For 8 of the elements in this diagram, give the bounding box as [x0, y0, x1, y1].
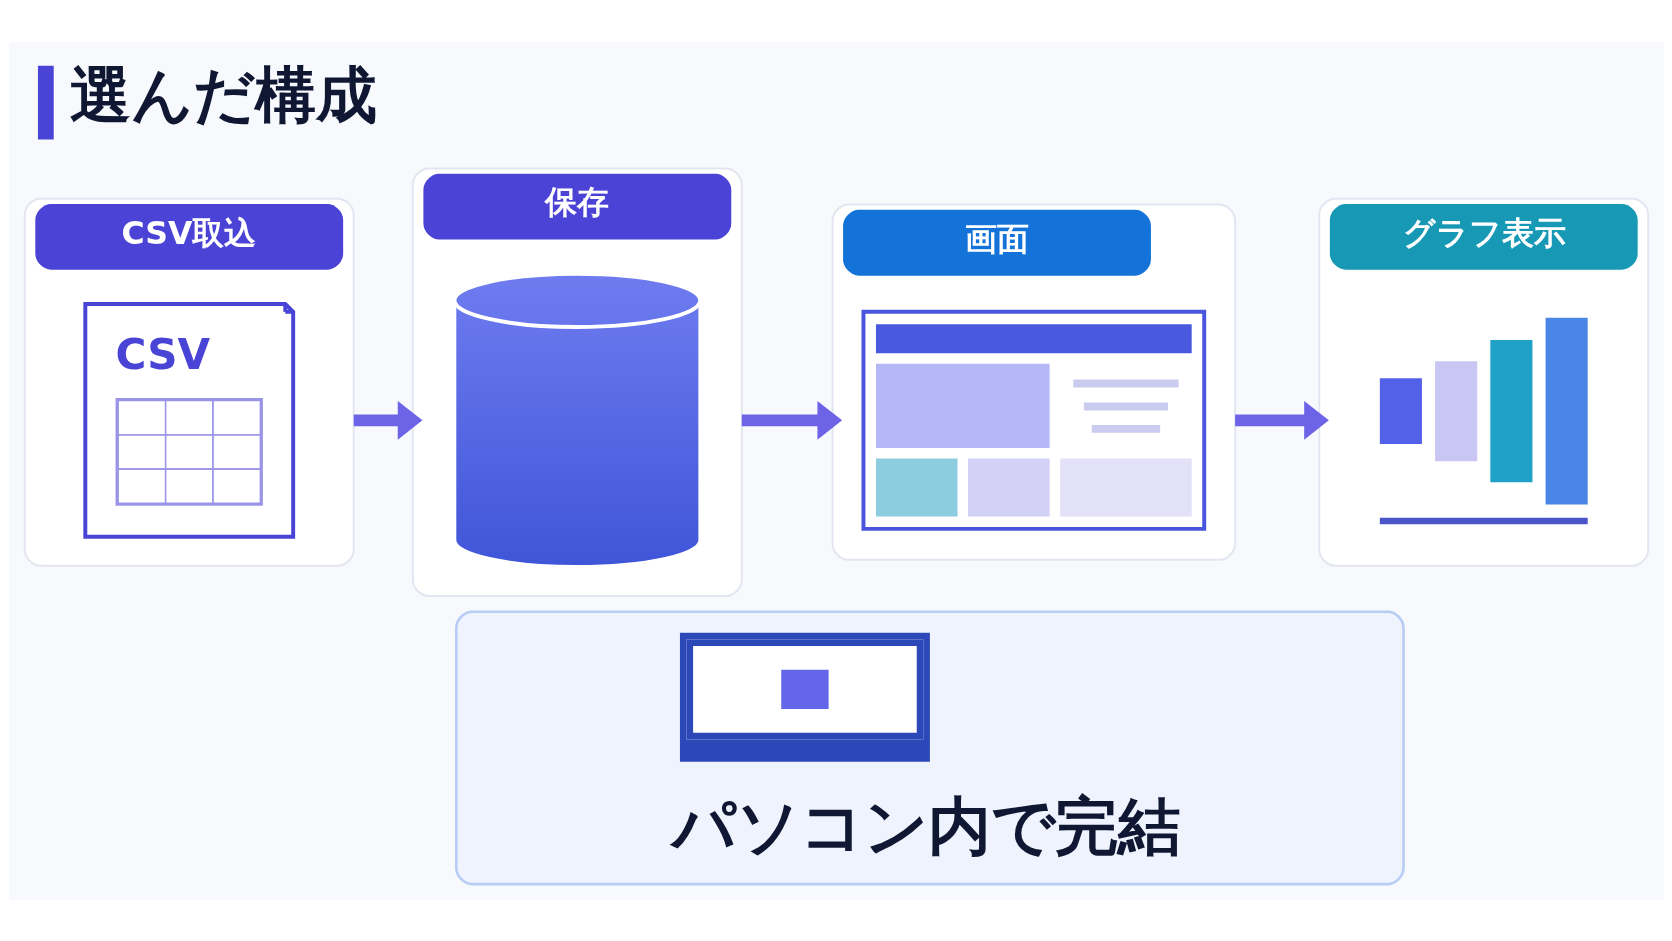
arrow — [741, 400, 842, 440]
cluster: グラフ表示 — [1317, 197, 1649, 567]
cluster: パソコン内で完結 — [454, 609, 1405, 885]
cluster: 保存 — [411, 166, 743, 597]
cluster: 画面 — [831, 203, 1236, 561]
arrow — [353, 400, 422, 440]
diagram-title: 選んだ構成 — [69, 59, 377, 130]
arrow — [1234, 400, 1329, 440]
